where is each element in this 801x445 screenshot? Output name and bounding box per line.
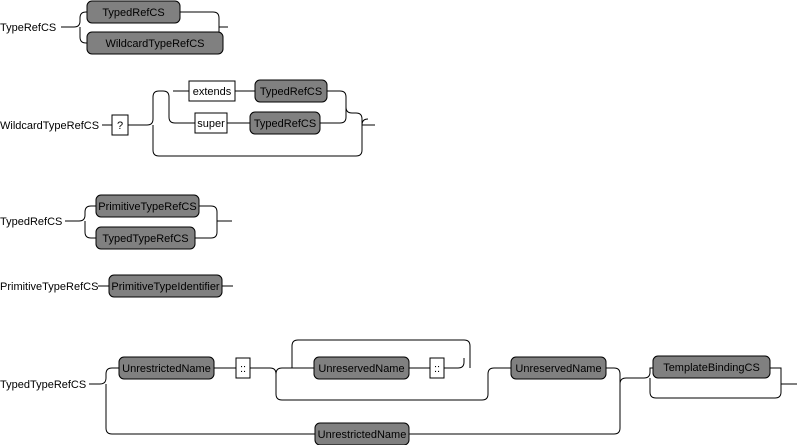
- terminal-double-colon-1[interactable]: ::: [235, 357, 251, 379]
- terminal-extends[interactable]: extends: [188, 80, 236, 102]
- rule-primitivetyperefcs: PrimitiveTypeRefCS PrimitiveTypeIdentifi…: [0, 274, 233, 298]
- rule-typerefcs: TypeRefCS TypedRefCS WildcardTypeRefCS: [0, 0, 228, 55]
- rule-typedtyperefcs: TypedTypeRefCS UnrestrictedName :: Unres…: [0, 339, 797, 445]
- svg-text:TypedRefCS: TypedRefCS: [102, 7, 164, 19]
- connector-typedtyperefcs: [89, 339, 797, 435]
- connector-wildcardtyperefcs: [102, 90, 375, 157]
- svg-text:UnreservedName: UnreservedName: [515, 363, 601, 375]
- nonterminal-typedrefcs[interactable]: TypedRefCS: [86, 0, 181, 24]
- terminal-double-colon-2[interactable]: ::: [429, 357, 445, 379]
- rule-typedrefcs: TypedRefCS PrimitiveTypeRefCS TypedTypeR…: [0, 194, 232, 250]
- nonterminal-templatebindingcs[interactable]: TemplateBindingCS: [652, 355, 771, 379]
- nonterminal-super-typedrefcs[interactable]: TypedRefCS: [249, 111, 321, 135]
- nonterminal-unreservedname-loop[interactable]: UnreservedName: [313, 356, 410, 380]
- connector-typerefcs: [61, 11, 228, 44]
- nonterminal-wildcardtyperefcs[interactable]: WildcardTypeRefCS: [86, 31, 224, 55]
- svg-text:extends: extends: [193, 86, 232, 98]
- connector-typedrefcs: [65, 205, 232, 239]
- rule-name-wildcardtyperefcs: WildcardTypeRefCS: [0, 120, 99, 132]
- svg-text:UnreservedName: UnreservedName: [318, 363, 404, 375]
- svg-text:::: ::: [434, 363, 440, 375]
- rule-name-typedtyperefcs: TypedTypeRefCS: [0, 379, 86, 391]
- terminal-question-mark[interactable]: ?: [111, 114, 129, 136]
- svg-text:TemplateBindingCS: TemplateBindingCS: [663, 362, 760, 374]
- nonterminal-unreservedname[interactable]: UnreservedName: [510, 356, 607, 380]
- svg-text:::: ::: [240, 363, 246, 375]
- svg-text:TypedTypeRefCS: TypedTypeRefCS: [102, 233, 188, 245]
- nonterminal-extends-typedrefcs[interactable]: TypedRefCS: [254, 79, 328, 103]
- rule-name-typerefcs: TypeRefCS: [0, 22, 56, 34]
- nonterminal-unrestrictedname-alt[interactable]: UnrestrictedName: [314, 422, 410, 445]
- svg-text:TypedRefCS: TypedRefCS: [254, 118, 316, 130]
- svg-text:?: ?: [117, 120, 123, 132]
- nonterminal-typedtyperefcs[interactable]: TypedTypeRefCS: [95, 226, 196, 250]
- svg-text:UnrestrictedName: UnrestrictedName: [122, 363, 211, 375]
- rule-name-primitivetyperefcs: PrimitiveTypeRefCS: [0, 281, 98, 293]
- nonterminal-primitivetyperefcs[interactable]: PrimitiveTypeRefCS: [95, 194, 200, 218]
- rule-wildcardtyperefcs: WildcardTypeRefCS ? extends TypedRefCS s…: [0, 79, 375, 157]
- svg-text:UnrestrictedName: UnrestrictedName: [318, 429, 407, 441]
- svg-text:TypedRefCS: TypedRefCS: [260, 86, 322, 98]
- nonterminal-unrestrictedname[interactable]: UnrestrictedName: [118, 356, 215, 380]
- svg-text:PrimitiveTypeRefCS: PrimitiveTypeRefCS: [98, 201, 196, 213]
- rule-name-typedrefcs: TypedRefCS: [0, 216, 62, 228]
- svg-text:WildcardTypeRefCS: WildcardTypeRefCS: [105, 38, 204, 50]
- svg-text:PrimitiveTypeIdentifier: PrimitiveTypeIdentifier: [111, 281, 220, 293]
- nonterminal-primitivetypeidentifier[interactable]: PrimitiveTypeIdentifier: [108, 274, 223, 298]
- terminal-super[interactable]: super: [194, 112, 228, 134]
- svg-text:super: super: [197, 118, 225, 130]
